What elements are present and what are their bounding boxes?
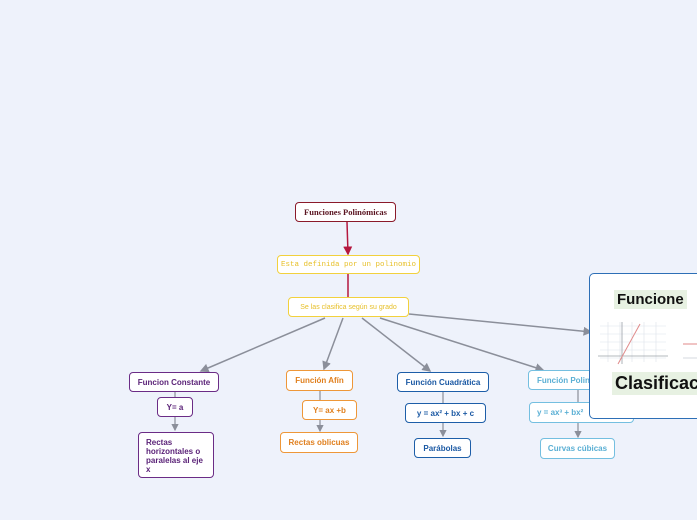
link-classification-afin: [322, 317, 344, 371]
link-root-definition: [343, 221, 353, 256]
branch-afin-formula[interactable]: Y= ax +b: [302, 400, 357, 420]
branch-polin-graph[interactable]: Curvas cúbicas: [540, 438, 615, 459]
branch-afin-title[interactable]: Función Afín: [286, 370, 353, 391]
branch-constante-title[interactable]: Funcion Constante: [129, 372, 219, 392]
graph-thumbnail-icon: [598, 322, 697, 365]
root-topic-label: Funciones Polinómicas: [304, 207, 387, 217]
image-card[interactable]: Funcione Clasificac: [589, 273, 697, 419]
definition-label: Esta definida por un polinomio: [280, 260, 417, 269]
branch-constante-title-label: Funcion Constante: [137, 377, 211, 387]
branch-polin-graph-label: Curvas cúbicas: [547, 444, 608, 453]
branch-afin-formula-label: Y= ax +b: [313, 405, 346, 415]
branch-constante-formula-label: Y= a: [166, 402, 184, 412]
branch-polin-title[interactable]: Función Polin: [528, 370, 598, 390]
link-classification-image: [408, 313, 593, 336]
branch-afin-graph-label: Rectas oblicuas: [288, 438, 350, 447]
classification-label: Se las clasifica según su grado: [300, 303, 397, 311]
root-topic[interactable]: Funciones Polinómicas: [295, 202, 396, 222]
branch-polin-title-label: Función Polin: [537, 375, 590, 385]
branch-cuadratica-title[interactable]: Función Cuadrática: [397, 372, 489, 392]
link-classification-cuadratica: [361, 317, 432, 372]
image-card-heading: Funcione: [614, 290, 687, 309]
branch-cuadratica-title-label: Función Cuadrática: [405, 377, 481, 387]
branch-cuadratica-formula-label: y = ax² + bx + c: [416, 408, 475, 418]
branch-cuadratica-graph[interactable]: Parábolas: [414, 438, 471, 458]
link-classification-polin: [379, 317, 545, 373]
image-card-subheading: Clasificac: [612, 372, 697, 395]
branch-constante-graph-label: Rectas horizontales o paralelas al eje x: [146, 438, 203, 474]
branch-cuadratica-graph-label: Parábolas: [423, 443, 462, 453]
classification-node[interactable]: Se las clasifica según su grado: [288, 297, 409, 317]
branch-constante-graph[interactable]: Rectas horizontales o paralelas al eje x: [138, 432, 214, 478]
branch-polin-formula-label: y = ax³ + bx²: [537, 408, 584, 417]
branch-afin-graph[interactable]: Rectas oblicuas: [280, 432, 358, 453]
branch-cuadratica-formula[interactable]: y = ax² + bx + c: [405, 403, 486, 423]
link-classification-constante: [199, 317, 326, 373]
definition-node[interactable]: Esta definida por un polinomio: [277, 255, 420, 274]
branch-afin-title-label: Función Afín: [295, 376, 344, 385]
branch-constante-formula[interactable]: Y= a: [157, 397, 193, 417]
